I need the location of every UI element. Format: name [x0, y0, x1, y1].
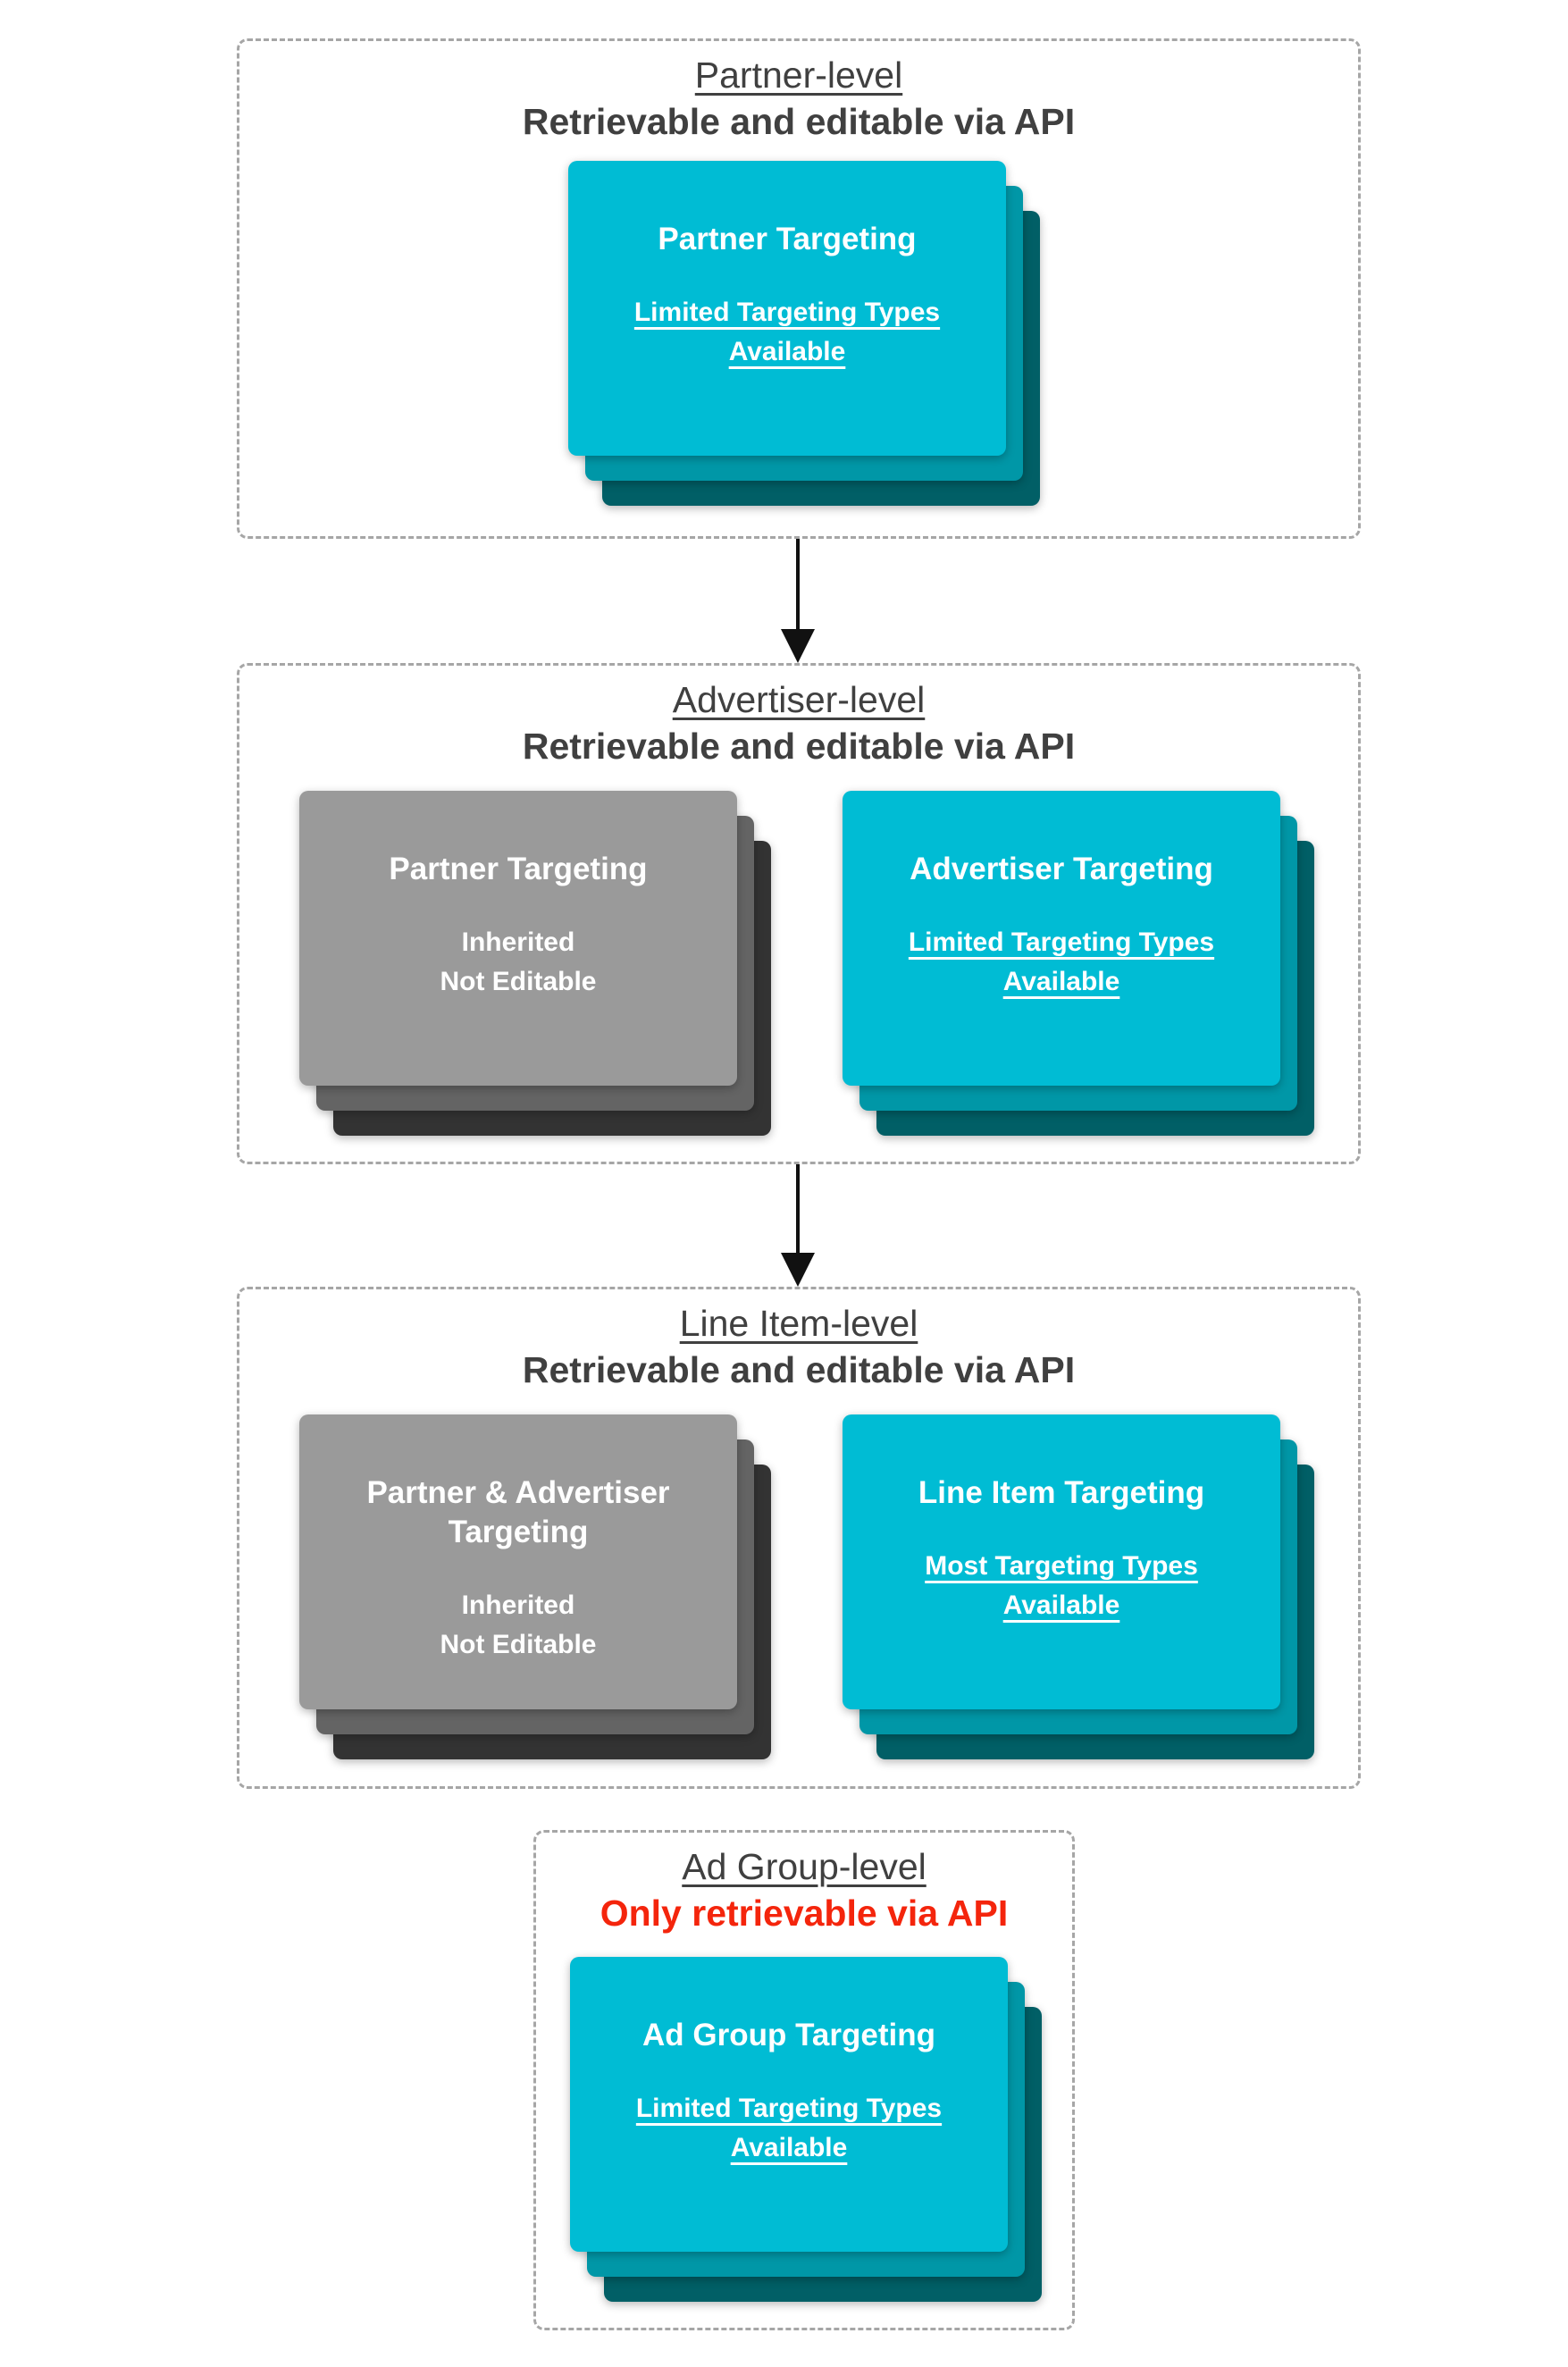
card-stack-ad-group-targeting: Ad Group Targeting Limited Targeting Typ…	[570, 1957, 1042, 2302]
card-heading: Partner & Advertiser Targeting	[366, 1475, 670, 1549]
card-line-item-targeting: Line Item Targeting Most Targeting Types…	[843, 1414, 1280, 1709]
card-stack-line-item-targeting: Line Item Targeting Most Targeting Types…	[843, 1414, 1314, 1759]
card-partner-advertiser-targeting: Partner & Advertiser Targeting Inherited…	[299, 1414, 737, 1709]
card-body-line: Not Editable	[440, 1630, 597, 1659]
section-title: Line Item-level	[679, 1303, 918, 1344]
section-advertiser-level: Advertiser-level Retrievable and editabl…	[237, 663, 1361, 1164]
card-body-line: Inherited	[461, 1591, 575, 1620]
section-subtitle: Retrievable and editable via API	[522, 726, 1076, 767]
card-partner-targeting: Partner Targeting Limited Targeting Type…	[568, 161, 1006, 456]
arrow-line	[796, 539, 800, 629]
card-ad-group-targeting: Ad Group Targeting Limited Targeting Typ…	[570, 1957, 1008, 2252]
card-heading: Partner Targeting	[658, 222, 917, 256]
arrowhead-icon	[781, 629, 815, 663]
section-subtitle: Retrievable and editable via API	[522, 101, 1076, 142]
card-advertiser-targeting: Advertiser Targeting Limited Targeting T…	[843, 791, 1280, 1086]
arrowhead-icon	[781, 1253, 815, 1287]
card-body: Inherited Not Editable	[440, 923, 596, 1002]
section-ad-group-level: Ad Group-level Only retrievable via API …	[533, 1830, 1075, 2330]
card-heading: Advertiser Targeting	[910, 852, 1213, 886]
card-body: Limited Targeting Types Available	[635, 2094, 943, 2162]
section-subtitle: Retrievable and editable via API	[522, 1349, 1076, 1390]
section-header: Ad Group-level Only retrievable via API	[536, 1843, 1072, 1936]
section-title: Advertiser-level	[672, 679, 926, 720]
card-partner-targeting-inherited: Partner Targeting Inherited Not Editable	[299, 791, 737, 1086]
section-line-item-level: Line Item-level Retrievable and editable…	[237, 1287, 1361, 1789]
card-body-line: Inherited	[461, 927, 575, 957]
arrow-line	[796, 1164, 800, 1253]
section-partner-level: Partner-level Retrievable and editable v…	[237, 38, 1361, 539]
card-heading: Partner Targeting	[389, 852, 648, 886]
flow-arrow-1	[780, 539, 816, 663]
section-header: Partner-level Retrievable and editable v…	[239, 52, 1358, 145]
flow-arrow-2	[780, 1164, 816, 1287]
card-heading: Line Item Targeting	[918, 1475, 1205, 1510]
card-stack-partner-targeting: Partner Targeting Limited Targeting Type…	[568, 161, 1040, 506]
card-stack-partner-advertiser-targeting: Partner & Advertiser Targeting Inherited…	[299, 1414, 771, 1759]
section-title: Ad Group-level	[682, 1846, 927, 1887]
card-heading: Ad Group Targeting	[642, 2018, 935, 2052]
card-body: Limited Targeting Types Available	[908, 927, 1215, 996]
card-body: Inherited Not Editable	[440, 1586, 596, 1665]
card-body-line: Not Editable	[440, 967, 597, 996]
section-subtitle: Only retrievable via API	[600, 1893, 1009, 1934]
section-header: Line Item-level Retrievable and editable…	[239, 1300, 1358, 1393]
card-body: Limited Targeting Types Available	[633, 298, 941, 366]
section-header: Advertiser-level Retrievable and editabl…	[239, 676, 1358, 769]
card-body: Most Targeting Types Available	[925, 1551, 1198, 1620]
card-stack-advertiser-targeting: Advertiser Targeting Limited Targeting T…	[843, 791, 1314, 1136]
section-title: Partner-level	[694, 55, 903, 96]
card-stack-partner-targeting-inherited: Partner Targeting Inherited Not Editable	[299, 791, 771, 1136]
